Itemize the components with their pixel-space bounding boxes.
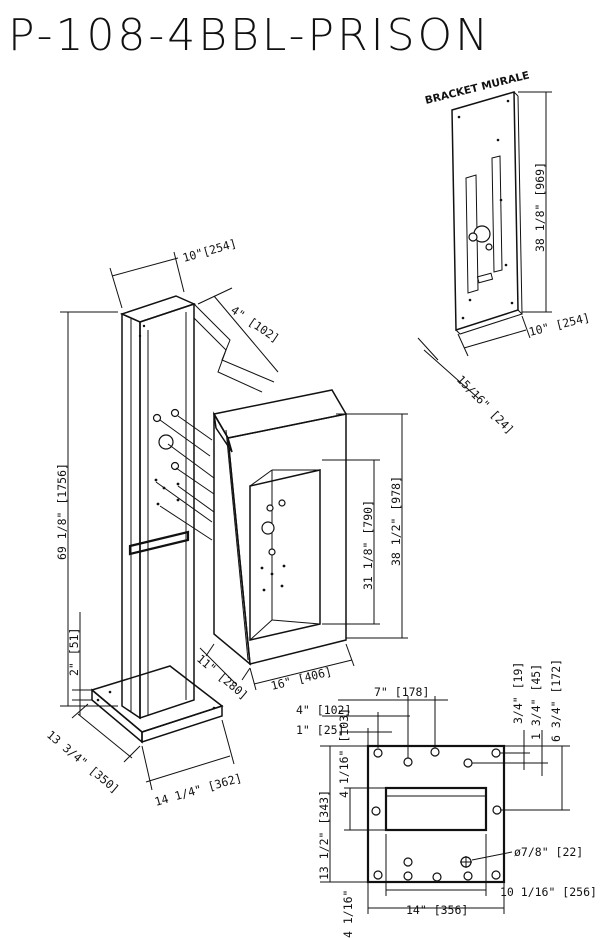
- pedestal-base-width-dim: 14 1/4" [362]: [153, 771, 243, 809]
- pedestal-height-dim: 69 1/8" [1756]: [55, 463, 69, 560]
- plate-dim-4: 4" [102]: [296, 703, 351, 717]
- bracket-depth-dim: 15/16" [24]: [454, 372, 517, 437]
- base-plate-view: 7" [178] 4" [102] 1" [25] 3/4" [19] 1 3/…: [296, 659, 597, 938]
- bracket-height-dim: 38 1/8" [969]: [533, 162, 547, 252]
- enclosure-depth-dim: 11" [280]: [194, 652, 251, 703]
- enclosure-box: 38 1/2" [978] 31 1/8" [790] 11" [280] 16…: [194, 389, 408, 703]
- plate-dim-13-1-2: 13 1/2" [343]: [317, 790, 331, 880]
- drawing-title: P-108-4BBL-PRISON: [8, 10, 491, 61]
- enclosure-inner-height-dim: 31 1/8" [790]: [361, 500, 375, 590]
- hole-diameter-callout: ø7/8" [22]: [514, 845, 583, 859]
- pedestal-top-width-dim: 10"[254]: [181, 236, 238, 265]
- plate-dim-6-3-4: 6 3/4" [172]: [549, 659, 563, 742]
- wall-bracket: BRACKET MURALE 38 1/8" [969] 10" [254] 1…: [417, 69, 591, 437]
- plate-dim-1: 1" [25]: [296, 723, 344, 737]
- bracket-width-dim: 10" [254]: [527, 310, 591, 339]
- enclosure-outer-height-dim: 38 1/2" [978]: [389, 476, 403, 566]
- enclosure-width-dim: 16" [406]: [269, 664, 333, 693]
- pedestal-depth-dim: 4" [102]: [228, 303, 282, 346]
- plate-dim-4-1-16-side: 4 1/16" [103]: [337, 708, 351, 798]
- plate-dim-4-1-16-bottom: 4 1/16": [341, 890, 355, 938]
- plate-dim-14: 14" [356]: [406, 903, 468, 917]
- pedestal-base-depth-dim: 13 3/4" [350]: [44, 728, 122, 797]
- plate-dim-10-1-16: 10 1/16" [256]: [500, 885, 597, 899]
- plate-dim-1-3-4: 1 3/4" [45]: [529, 664, 543, 740]
- pedestal-column: 10"[254] 4" [102] 69 1/8" [1756] 2" [51]…: [44, 236, 282, 809]
- plate-dim-7: 7" [178]: [374, 685, 429, 699]
- plate-dim-3-4: 3/4" [19]: [511, 662, 525, 724]
- pedestal-base-offset-dim: 2" [51]: [67, 628, 81, 676]
